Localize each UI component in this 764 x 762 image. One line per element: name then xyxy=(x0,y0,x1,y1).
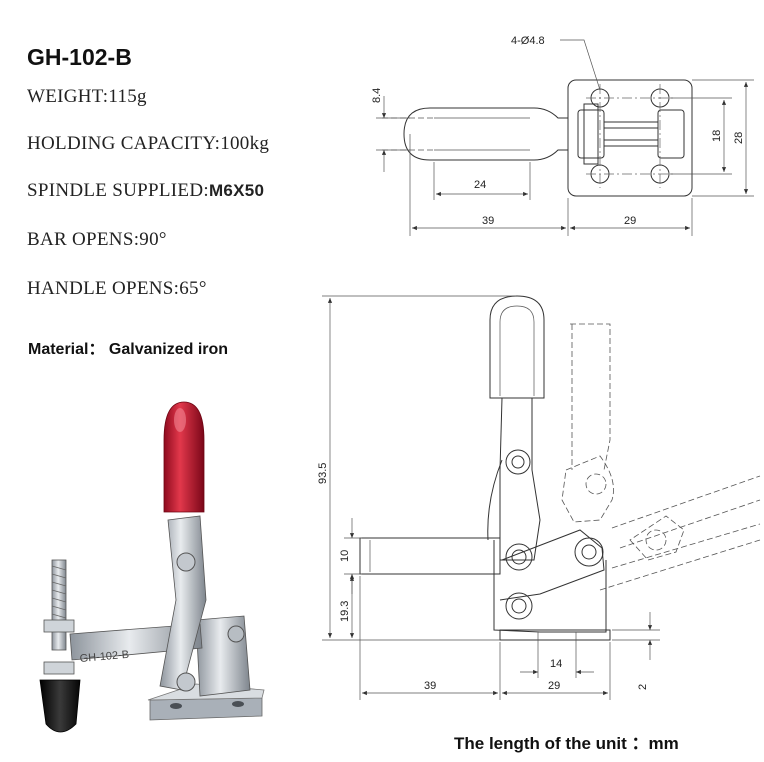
dim-2: 2 xyxy=(637,684,649,690)
spec-weight-value: 115g xyxy=(108,86,147,107)
spec-holding-capacity-value: 100kg xyxy=(220,133,270,154)
spec-handle-opens: HANDLE OPENS:65° xyxy=(27,278,207,300)
dim-28: 28 xyxy=(733,132,745,144)
spec-holding-capacity: HOLDING CAPACITY:100kg xyxy=(27,133,269,155)
dim-19-3: 19.3 xyxy=(339,601,351,622)
spec-bar-opens: BAR OPENS:90° xyxy=(27,229,167,251)
dim-14: 14 xyxy=(550,658,562,670)
spec-spindle: SPINDLE SUPPLIED:M6X50 xyxy=(27,180,264,202)
spec-spindle-value: M6X50 xyxy=(208,181,265,200)
spec-weight-label: WEIGHT: xyxy=(27,86,109,107)
dim-holes-label: 4-Ø4.8 xyxy=(511,35,545,47)
side-view-drawing: 93.5 10 19.3 14 39 29 2 xyxy=(317,295,761,700)
engraving-label: GH-102-B xyxy=(79,649,129,665)
model-title: GH-102-B xyxy=(27,44,132,70)
dim-side-39: 39 xyxy=(424,680,436,692)
dim-top-39: 39 xyxy=(482,215,494,227)
material-note: Material： Galvanized iron xyxy=(28,341,229,358)
dim-24: 24 xyxy=(474,179,486,191)
dim-8-4: 8.4 xyxy=(371,88,383,103)
spec-spindle-label: SPINDLE SUPPLIED: xyxy=(27,180,209,201)
spec-weight: WEIGHT:115g xyxy=(27,86,147,108)
unit-note: The length of the unit ：mm xyxy=(454,734,679,753)
dim-top-29: 29 xyxy=(624,215,636,227)
product-photo: GH-102-B xyxy=(39,401,265,733)
spec-handle-opens-value: 65° xyxy=(179,278,207,299)
spec-handle-opens-label: HANDLE OPENS: xyxy=(27,278,180,299)
dim-10: 10 xyxy=(339,550,351,562)
dim-18: 18 xyxy=(711,130,723,142)
spec-holding-capacity-label: HOLDING CAPACITY: xyxy=(27,133,221,154)
spec-bar-opens-label: BAR OPENS: xyxy=(27,229,140,250)
dim-side-29: 29 xyxy=(548,680,560,692)
top-view-drawing: 4-Ø4.8 8.4 24 39 29 18 28 xyxy=(371,35,754,236)
dim-93-5: 93.5 xyxy=(317,463,329,484)
spec-bar-opens-value: 90° xyxy=(139,229,167,250)
